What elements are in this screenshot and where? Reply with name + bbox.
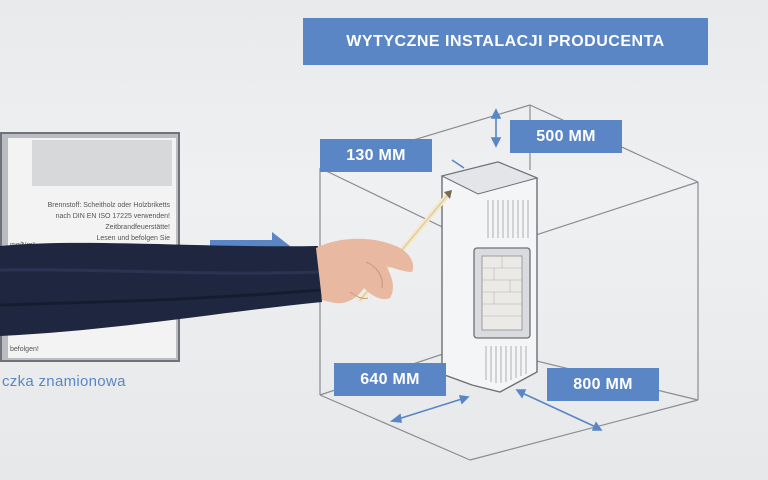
stove-illustration xyxy=(440,161,539,393)
side-clearance-label: 130 MM xyxy=(320,139,432,172)
nameplate-text-line: Brennstoff: Scheitholz oder Holzbriketts xyxy=(47,202,170,209)
nameplate-text-line: Lesen und befolgen Sie xyxy=(96,235,170,242)
nameplate-text-line: nach DIN EN ISO 17225 verwenden! xyxy=(55,213,170,220)
nameplate-header-block xyxy=(32,140,172,186)
arm-sleeve xyxy=(0,242,322,336)
right-clearance-label: 800 MM xyxy=(547,368,659,401)
nameplate-text-line: Zeitbrandfeuerstätte! xyxy=(105,224,170,231)
front-clearance-label: 640 MM xyxy=(334,363,446,396)
dimension-arrows xyxy=(389,108,603,431)
nameplate-caption: czka znamionowa xyxy=(2,373,126,390)
top-clearance-label: 500 MM xyxy=(510,120,622,153)
nameplate-bottom-text: befolgen! xyxy=(10,346,39,353)
title-banner: WYTYCZNE INSTALACJI PRODUCENTA xyxy=(303,18,708,65)
hand xyxy=(316,238,414,304)
